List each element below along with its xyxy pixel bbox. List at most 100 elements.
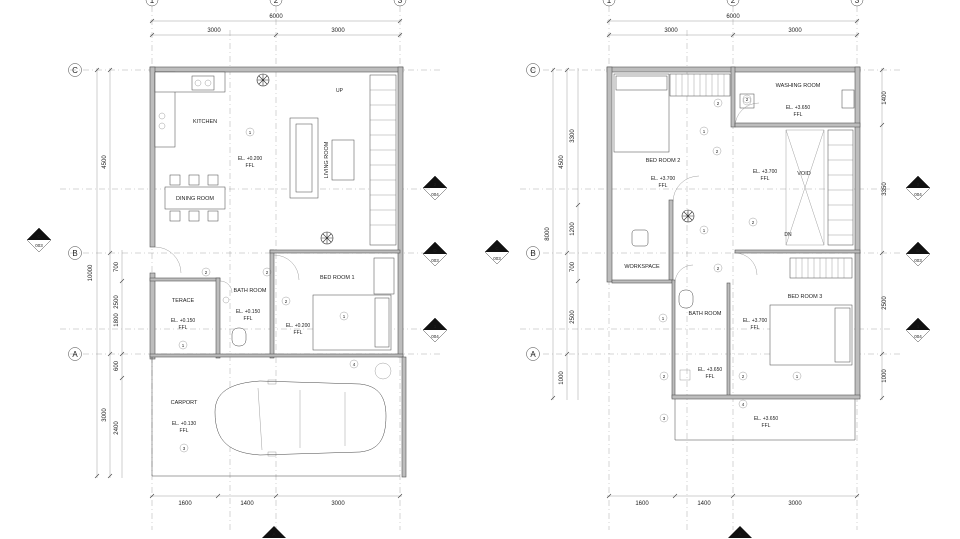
svg-text:3000: 3000 bbox=[102, 408, 108, 422]
upper-left-dimensions: 8000 4500 1000 3300 1200 700 2500 bbox=[545, 67, 581, 401]
svg-text:4: 4 bbox=[742, 402, 745, 407]
washing-level: EL. +3.650 bbox=[786, 105, 811, 111]
balcony-level: EL. +3.650 bbox=[754, 416, 779, 422]
car-outline bbox=[214, 379, 387, 457]
bedroom1-ffl: FFL bbox=[294, 330, 303, 336]
living-level: EL. +0.200 bbox=[238, 156, 263, 162]
svg-text:3000: 3000 bbox=[207, 28, 221, 34]
ground-floor-plan: 1 2 3 6000 3000 3000 C B A 10000 450 bbox=[26, 0, 448, 538]
washing-ffl: FFL bbox=[794, 112, 803, 118]
svg-text:A: A bbox=[530, 350, 536, 359]
workspace-chair bbox=[631, 229, 649, 247]
ground-stairs bbox=[369, 74, 397, 246]
bedroom1-bed bbox=[312, 257, 395, 351]
svg-text:3: 3 bbox=[398, 0, 403, 5]
svg-text:B: B bbox=[72, 249, 77, 258]
svg-text:3000: 3000 bbox=[331, 28, 345, 34]
svg-text:4500: 4500 bbox=[102, 155, 108, 169]
balcony-ffl: FFL bbox=[762, 423, 771, 429]
upper-bathroom-fixtures bbox=[678, 289, 694, 381]
svg-text:1: 1 bbox=[343, 314, 346, 319]
svg-text:003: 003 bbox=[35, 243, 43, 248]
ground-walls bbox=[149, 66, 407, 478]
svg-text:2: 2 bbox=[731, 0, 736, 5]
living-room-label: LIVING ROOM bbox=[324, 141, 330, 178]
section-tag-a: A bbox=[728, 526, 752, 538]
ground-room-markers: 1 1 1 3 2 2 2 4 bbox=[178, 127, 359, 453]
upper-top-grid-bubbles: 1 2 3 bbox=[602, 0, 864, 7]
svg-text:003: 003 bbox=[914, 258, 922, 263]
svg-text:1600: 1600 bbox=[635, 501, 649, 507]
svg-text:D: D bbox=[916, 248, 920, 253]
svg-text:3: 3 bbox=[855, 0, 860, 5]
ground-left-grid-bubbles: C B A bbox=[68, 63, 82, 361]
svg-text:3000: 3000 bbox=[331, 501, 345, 507]
svg-text:1400: 1400 bbox=[697, 501, 711, 507]
upper-door-swings bbox=[672, 102, 760, 284]
svg-text:2: 2 bbox=[717, 266, 720, 271]
svg-text:C: C bbox=[530, 66, 536, 75]
svg-text:8000: 8000 bbox=[545, 227, 551, 241]
upper-right-dimensions: 1400 3350 2500 1000 bbox=[879, 67, 888, 401]
bedroom3-level: EL. +3.700 bbox=[743, 318, 768, 324]
svg-text:10000: 10000 bbox=[88, 264, 94, 281]
section-tag-2-004: 2 004 bbox=[905, 175, 931, 201]
kitchen-label: KITCHEN bbox=[193, 119, 217, 125]
svg-text:2: 2 bbox=[274, 0, 279, 5]
section-tag-1-004: 1 004 bbox=[422, 317, 448, 343]
svg-text:1: 1 bbox=[607, 0, 612, 5]
carport-level: EL. +0.130 bbox=[172, 421, 197, 427]
wardrobe-bedroom2 bbox=[669, 73, 731, 97]
upper-room-markers: 1 1 1 1 2 2 2 2 2 2 2 3 4 bbox=[658, 94, 802, 423]
svg-text:1400: 1400 bbox=[240, 501, 254, 507]
upper-walls bbox=[606, 66, 861, 441]
plant-icon bbox=[320, 231, 334, 245]
svg-text:1: 1 bbox=[182, 343, 185, 348]
svg-text:1: 1 bbox=[662, 316, 665, 321]
svg-text:3000: 3000 bbox=[664, 28, 678, 34]
svg-text:B: B bbox=[530, 249, 535, 258]
kitchen-counter bbox=[154, 71, 226, 148]
section-tag-c003: C 003 bbox=[26, 227, 52, 253]
carport-ffl: FFL bbox=[180, 428, 189, 434]
section-tag-d003: D 003 bbox=[905, 241, 931, 267]
svg-text:A: A bbox=[72, 350, 78, 359]
upper-left-grid-bubbles: C B A bbox=[526, 63, 540, 361]
svg-text:2500: 2500 bbox=[570, 310, 576, 324]
svg-text:2: 2 bbox=[742, 374, 745, 379]
section-tag-d003: D 003 bbox=[422, 241, 448, 267]
bedroom1-label: BED ROOM 1 bbox=[320, 275, 355, 281]
bedroom2-bed bbox=[613, 73, 670, 153]
svg-text:2: 2 bbox=[746, 97, 749, 102]
upper-bath-level: EL. +3.650 bbox=[698, 367, 723, 373]
upper-bathroom-label: BATH ROOM bbox=[689, 311, 722, 317]
plant-icon bbox=[681, 209, 695, 223]
ground-top-grid-bubbles: 1 2 3 bbox=[145, 0, 407, 7]
ground-bathroom-fixtures bbox=[222, 296, 247, 347]
upper-bath-ffl: FFL bbox=[706, 374, 715, 380]
ground-left-dimensions: 10000 4500 3000 700 2500 1800 600 2400 bbox=[88, 67, 125, 479]
svg-text:C: C bbox=[495, 246, 499, 251]
section-tag-a: A bbox=[262, 526, 286, 538]
svg-text:2: 2 bbox=[285, 299, 288, 304]
svg-text:3350: 3350 bbox=[882, 182, 888, 196]
svg-text:6000: 6000 bbox=[269, 14, 283, 20]
svg-text:4: 4 bbox=[353, 362, 356, 367]
stair-down-label: DN bbox=[784, 232, 792, 238]
upper-bottom-dimensions: 1600 1400 3000 bbox=[606, 493, 860, 507]
plant-icon bbox=[256, 73, 270, 87]
svg-text:004: 004 bbox=[914, 192, 922, 197]
svg-text:1000: 1000 bbox=[559, 371, 565, 385]
bedroom2-label: BED ROOM 2 bbox=[646, 158, 681, 164]
svg-text:3000: 3000 bbox=[788, 501, 802, 507]
svg-text:3: 3 bbox=[183, 446, 186, 451]
svg-text:1: 1 bbox=[150, 0, 155, 5]
svg-text:C: C bbox=[37, 234, 41, 239]
bedroom3-label: BED ROOM 3 bbox=[788, 294, 823, 300]
svg-text:2: 2 bbox=[917, 182, 920, 187]
svg-text:2: 2 bbox=[717, 101, 720, 106]
svg-text:2: 2 bbox=[752, 220, 755, 225]
upper-top-dimensions: 6000 3000 3000 bbox=[606, 14, 860, 38]
svg-text:1600: 1600 bbox=[178, 501, 192, 507]
svg-text:1800: 1800 bbox=[114, 313, 120, 327]
